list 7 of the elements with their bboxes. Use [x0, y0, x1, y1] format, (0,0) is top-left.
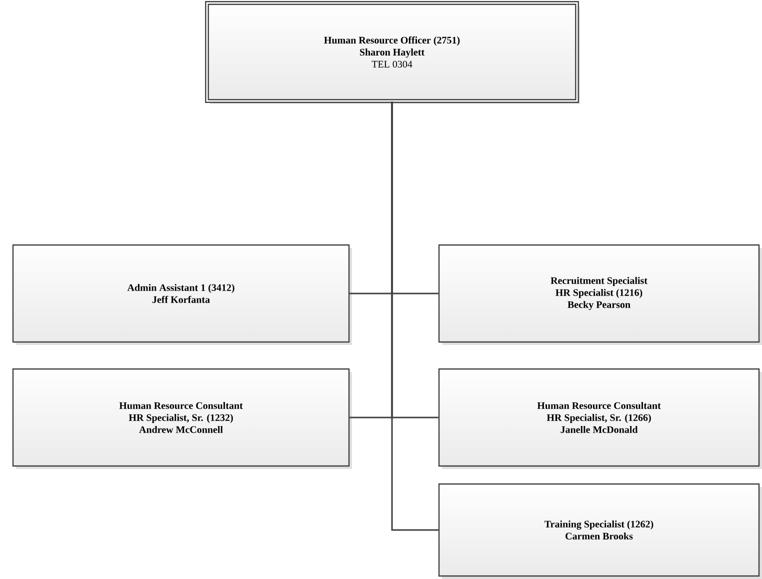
position-box: Human Resource Officer (2751) Sharon Haylett TEL 0304 [205, 1, 580, 104]
position-box: Admin Assistant 1 (3412) Jeff Korfanta [12, 244, 352, 345]
position-box: Recruitment Specialist HR Specialist (1216) Becky Pearson [438, 244, 762, 345]
position-box: Human Resource Consultant HR Specialist, Sr. (1232) Andrew McConnell [12, 368, 352, 469]
position-box: Training Specialist (1262) Carmen Brooks [438, 483, 762, 579]
connector-line [391, 102, 438, 531]
position-box: Human Resource Consultant HR Specialist, Sr. (1266) Janelle McDonald [438, 368, 762, 469]
